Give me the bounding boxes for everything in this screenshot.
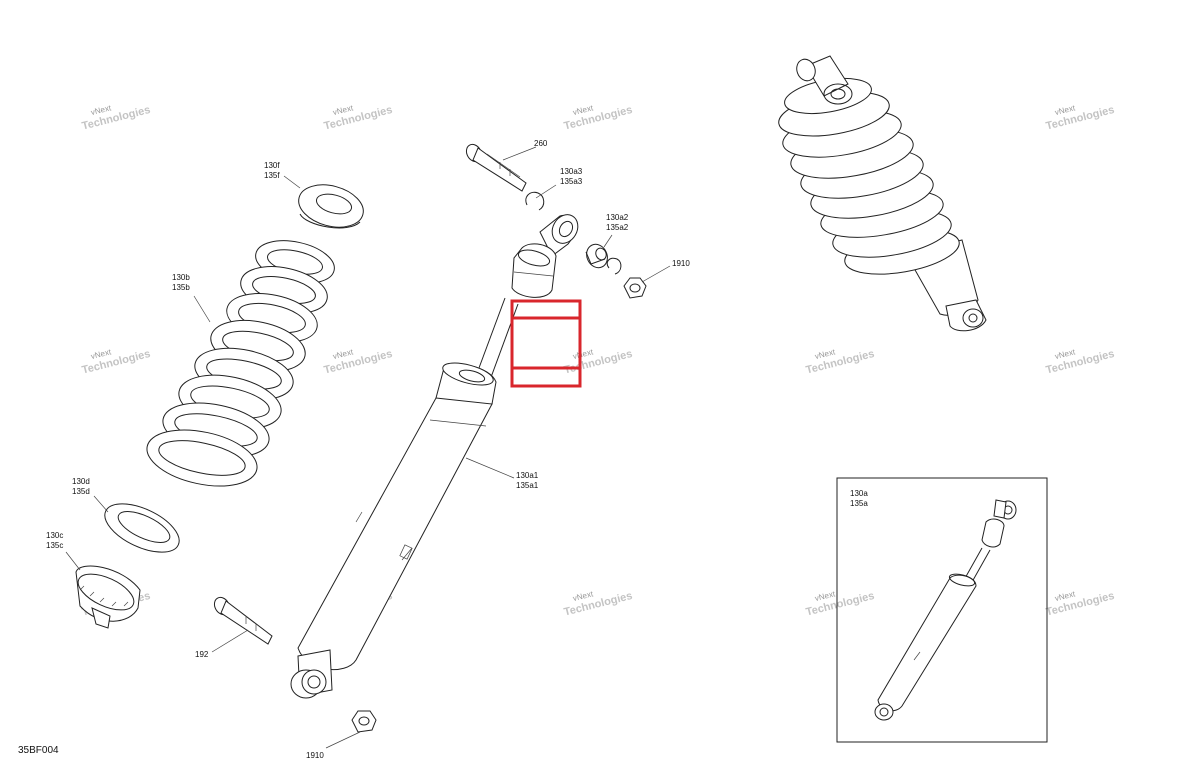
callout-130a1[interactable]: 130a1 xyxy=(516,471,539,480)
watermark: vNext Technologies xyxy=(1045,347,1116,376)
inset-box xyxy=(836,477,1048,743)
watermark: vNext Technologies xyxy=(805,347,876,376)
callout-135c[interactable]: 135c xyxy=(46,541,63,550)
watermark: vNext Technologies xyxy=(1045,103,1116,132)
part-nut-1910-bottom[interactable] xyxy=(325,710,377,749)
part-clip-130a3[interactable] xyxy=(525,184,557,211)
part-clip-upper-right[interactable] xyxy=(606,257,622,275)
watermark: vNext Technologies xyxy=(1045,589,1116,618)
callout-192[interactable]: 192 xyxy=(195,650,209,659)
callout-135f[interactable]: 135f xyxy=(264,171,280,180)
callout-130b[interactable]: 130b xyxy=(172,273,190,282)
callout-135a1[interactable]: 135a1 xyxy=(516,481,539,490)
highlight-outline xyxy=(510,299,582,388)
callout-130a2[interactable]: 130a2 xyxy=(606,213,629,222)
callout-135d[interactable]: 135d xyxy=(72,487,90,496)
watermark: vNext Technologies xyxy=(805,589,876,618)
watermark: vNext Technologies xyxy=(563,103,634,132)
part-nut-1910-top[interactable] xyxy=(623,265,671,299)
part-shock-inset-130a[interactable] xyxy=(874,499,1017,721)
callout-135b[interactable]: 135b xyxy=(172,283,190,292)
part-assembled-shock[interactable] xyxy=(775,55,987,332)
callout-260[interactable]: 260 xyxy=(534,139,548,148)
part-bolt-192[interactable] xyxy=(211,595,273,653)
callout-130c[interactable]: 130c xyxy=(46,531,63,540)
callout-135a3[interactable]: 135a3 xyxy=(560,177,583,186)
watermark: vNext Technologies xyxy=(323,103,394,132)
watermark: vNext Technologies xyxy=(81,103,152,132)
inset-frame xyxy=(836,477,1048,743)
callout-130a3[interactable]: 130a3 xyxy=(560,167,583,176)
callout-1910-bottom[interactable]: 1910 xyxy=(306,751,324,760)
part-bushing-130a2[interactable] xyxy=(583,234,613,271)
part-bolt-260[interactable] xyxy=(463,142,537,192)
diagram-code: 35BF004 xyxy=(18,745,59,756)
callout-135a[interactable]: 135a xyxy=(850,499,868,508)
part-spring-seat-130d[interactable] xyxy=(93,494,186,562)
callout-130a[interactable]: 130a xyxy=(850,489,868,498)
callout-130f[interactable]: 130f xyxy=(264,161,280,170)
part-coil-spring-130b[interactable] xyxy=(142,234,338,495)
callout-135a2[interactable]: 135a2 xyxy=(606,223,629,232)
watermark: vNext Technologies xyxy=(563,589,634,618)
watermark: vNext Technologies xyxy=(563,347,634,376)
watermark: vNext Technologies xyxy=(81,347,152,376)
callout-1910-top[interactable]: 1910 xyxy=(672,259,690,268)
callout-130d[interactable]: 130d xyxy=(72,477,90,486)
watermark: vNext Technologies xyxy=(323,347,394,376)
highlight-box xyxy=(510,299,582,388)
part-spring-seat-130f[interactable] xyxy=(283,175,368,234)
part-shock-absorber-130a1[interactable] xyxy=(290,210,583,699)
part-adjuster-130c[interactable] xyxy=(65,551,141,629)
